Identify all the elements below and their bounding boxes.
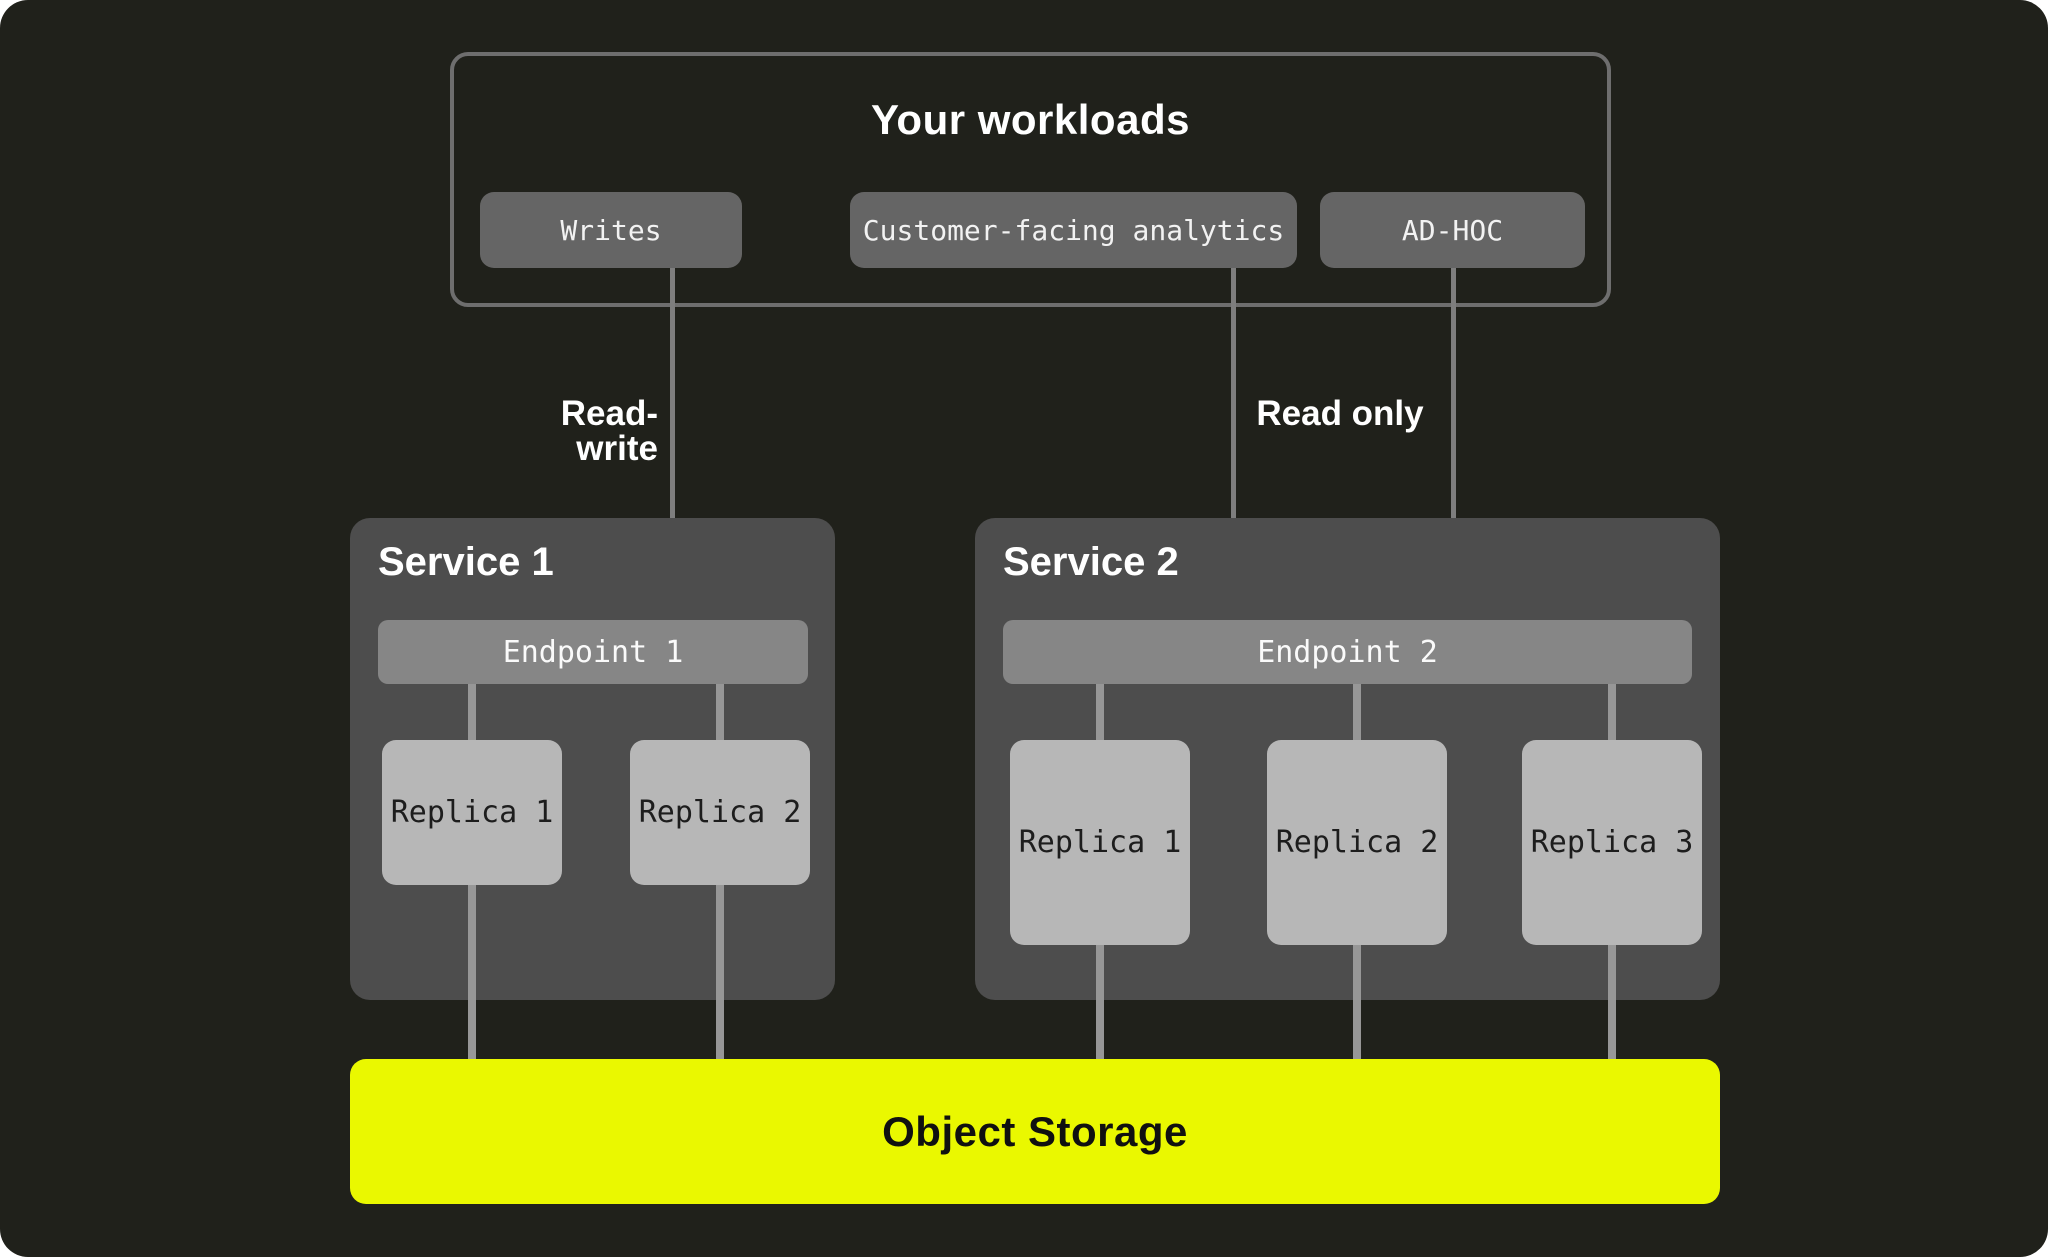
s2-replica-2-node: Replica 2 xyxy=(1267,740,1447,945)
s2-replica-1-node: Replica 1 xyxy=(1010,740,1190,945)
arrow-writes-to-endpoint1 xyxy=(670,268,675,588)
workload-node-ad-hoc: AD-HOC xyxy=(1320,192,1585,268)
s2-replica-3-node: Replica 3 xyxy=(1522,740,1702,945)
workload-node-customer-facing-analytics: Customer-facing analytics xyxy=(850,192,1297,268)
s1-replica-2-node: Replica 2 xyxy=(630,740,810,885)
workloads-title: Your workloads xyxy=(871,96,1190,143)
endpoint-2-node: Endpoint 2 xyxy=(1003,620,1692,684)
endpoint-1-node: Endpoint 1 xyxy=(378,620,808,684)
service-1-title: Service 1 xyxy=(378,540,554,584)
s1-replica-1-node: Replica 1 xyxy=(382,740,562,885)
workloads-group-box xyxy=(450,52,1611,307)
service-2-title: Service 2 xyxy=(1003,540,1179,584)
edge-label-read-write: Read-write xyxy=(560,394,658,468)
object-storage-label: Object Storage xyxy=(882,1107,1188,1155)
arrow-analytics-to-endpoint2 xyxy=(1231,268,1236,588)
arrow-adhoc-to-endpoint2 xyxy=(1451,268,1456,588)
workload-node-writes: Writes xyxy=(480,192,742,268)
edge-label-read-only: Read only xyxy=(1256,394,1424,433)
object-storage-bar: Object Storage xyxy=(350,1059,1720,1204)
